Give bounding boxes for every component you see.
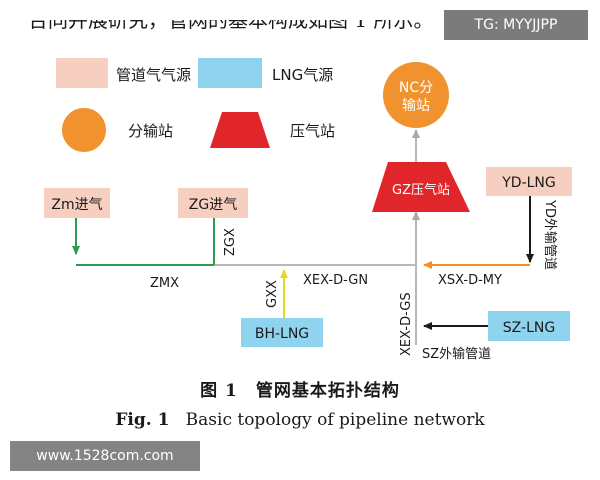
- sz-lng-label: SZ-LNG: [503, 320, 555, 336]
- caption-en: Fig. 1 Basic topology of pipeline networ…: [0, 410, 600, 430]
- yd-lng-label: YD-LNG: [501, 175, 556, 191]
- gz-compressor-trapezoid: [372, 162, 470, 212]
- zm-inlet-label: Zm进气: [51, 197, 102, 213]
- label-sz-outbound: SZ外输管道: [422, 346, 491, 362]
- label-xex-d-gs: XEX-D-GS: [399, 292, 414, 356]
- label-zgx: ZGX: [223, 228, 238, 256]
- legend-station-label: 分输站: [128, 122, 173, 140]
- legend-lng-swatch: [198, 58, 262, 88]
- caption-en-prefix: Fig. 1: [115, 410, 170, 430]
- legend-compressor-trapezoid: [210, 112, 270, 148]
- label-yd-outbound: YD外输管道: [542, 199, 558, 270]
- label-xsx-d-my: XSX-D-MY: [438, 273, 502, 288]
- legend-station-circle: [62, 108, 106, 152]
- gz-compressor-label: GZ压气站: [392, 182, 450, 198]
- label-xex-d-gn: XEX-D-GN: [303, 273, 368, 288]
- zg-inlet-box: [178, 188, 248, 218]
- nc-station-line2: 输站: [402, 98, 430, 114]
- label-zmx: ZMX: [150, 276, 179, 291]
- bh-lng-box: [241, 318, 323, 347]
- nc-station-line1: NC分: [399, 80, 433, 96]
- caption-en-text: Basic topology of pipeline network: [185, 410, 485, 430]
- zg-inlet-label: ZG进气: [189, 197, 237, 213]
- top-text-fragment: 合同并展研究，管网的基本构成如图 1 所示。: [28, 20, 434, 32]
- bh-lng-label: BH-LNG: [255, 326, 309, 342]
- legend-pipeline-swatch: [56, 58, 108, 88]
- zm-inlet-box: [44, 188, 110, 218]
- legend-pipeline-label: 管道气气源: [116, 66, 191, 84]
- legend-lng-label: LNG气源: [272, 66, 333, 84]
- sz-lng-box: [488, 311, 570, 341]
- yd-lng-box: [486, 167, 572, 196]
- watermark-url: www.1528com.com: [10, 441, 200, 471]
- legend-compressor-label: 压气站: [290, 122, 335, 140]
- watermark-tg: TG: MYYJJPP: [444, 10, 588, 40]
- nc-station-circle: [383, 62, 449, 128]
- label-gxx: GXX: [265, 280, 280, 308]
- caption-cn: 图 1 管网基本拓扑结构: [200, 381, 400, 401]
